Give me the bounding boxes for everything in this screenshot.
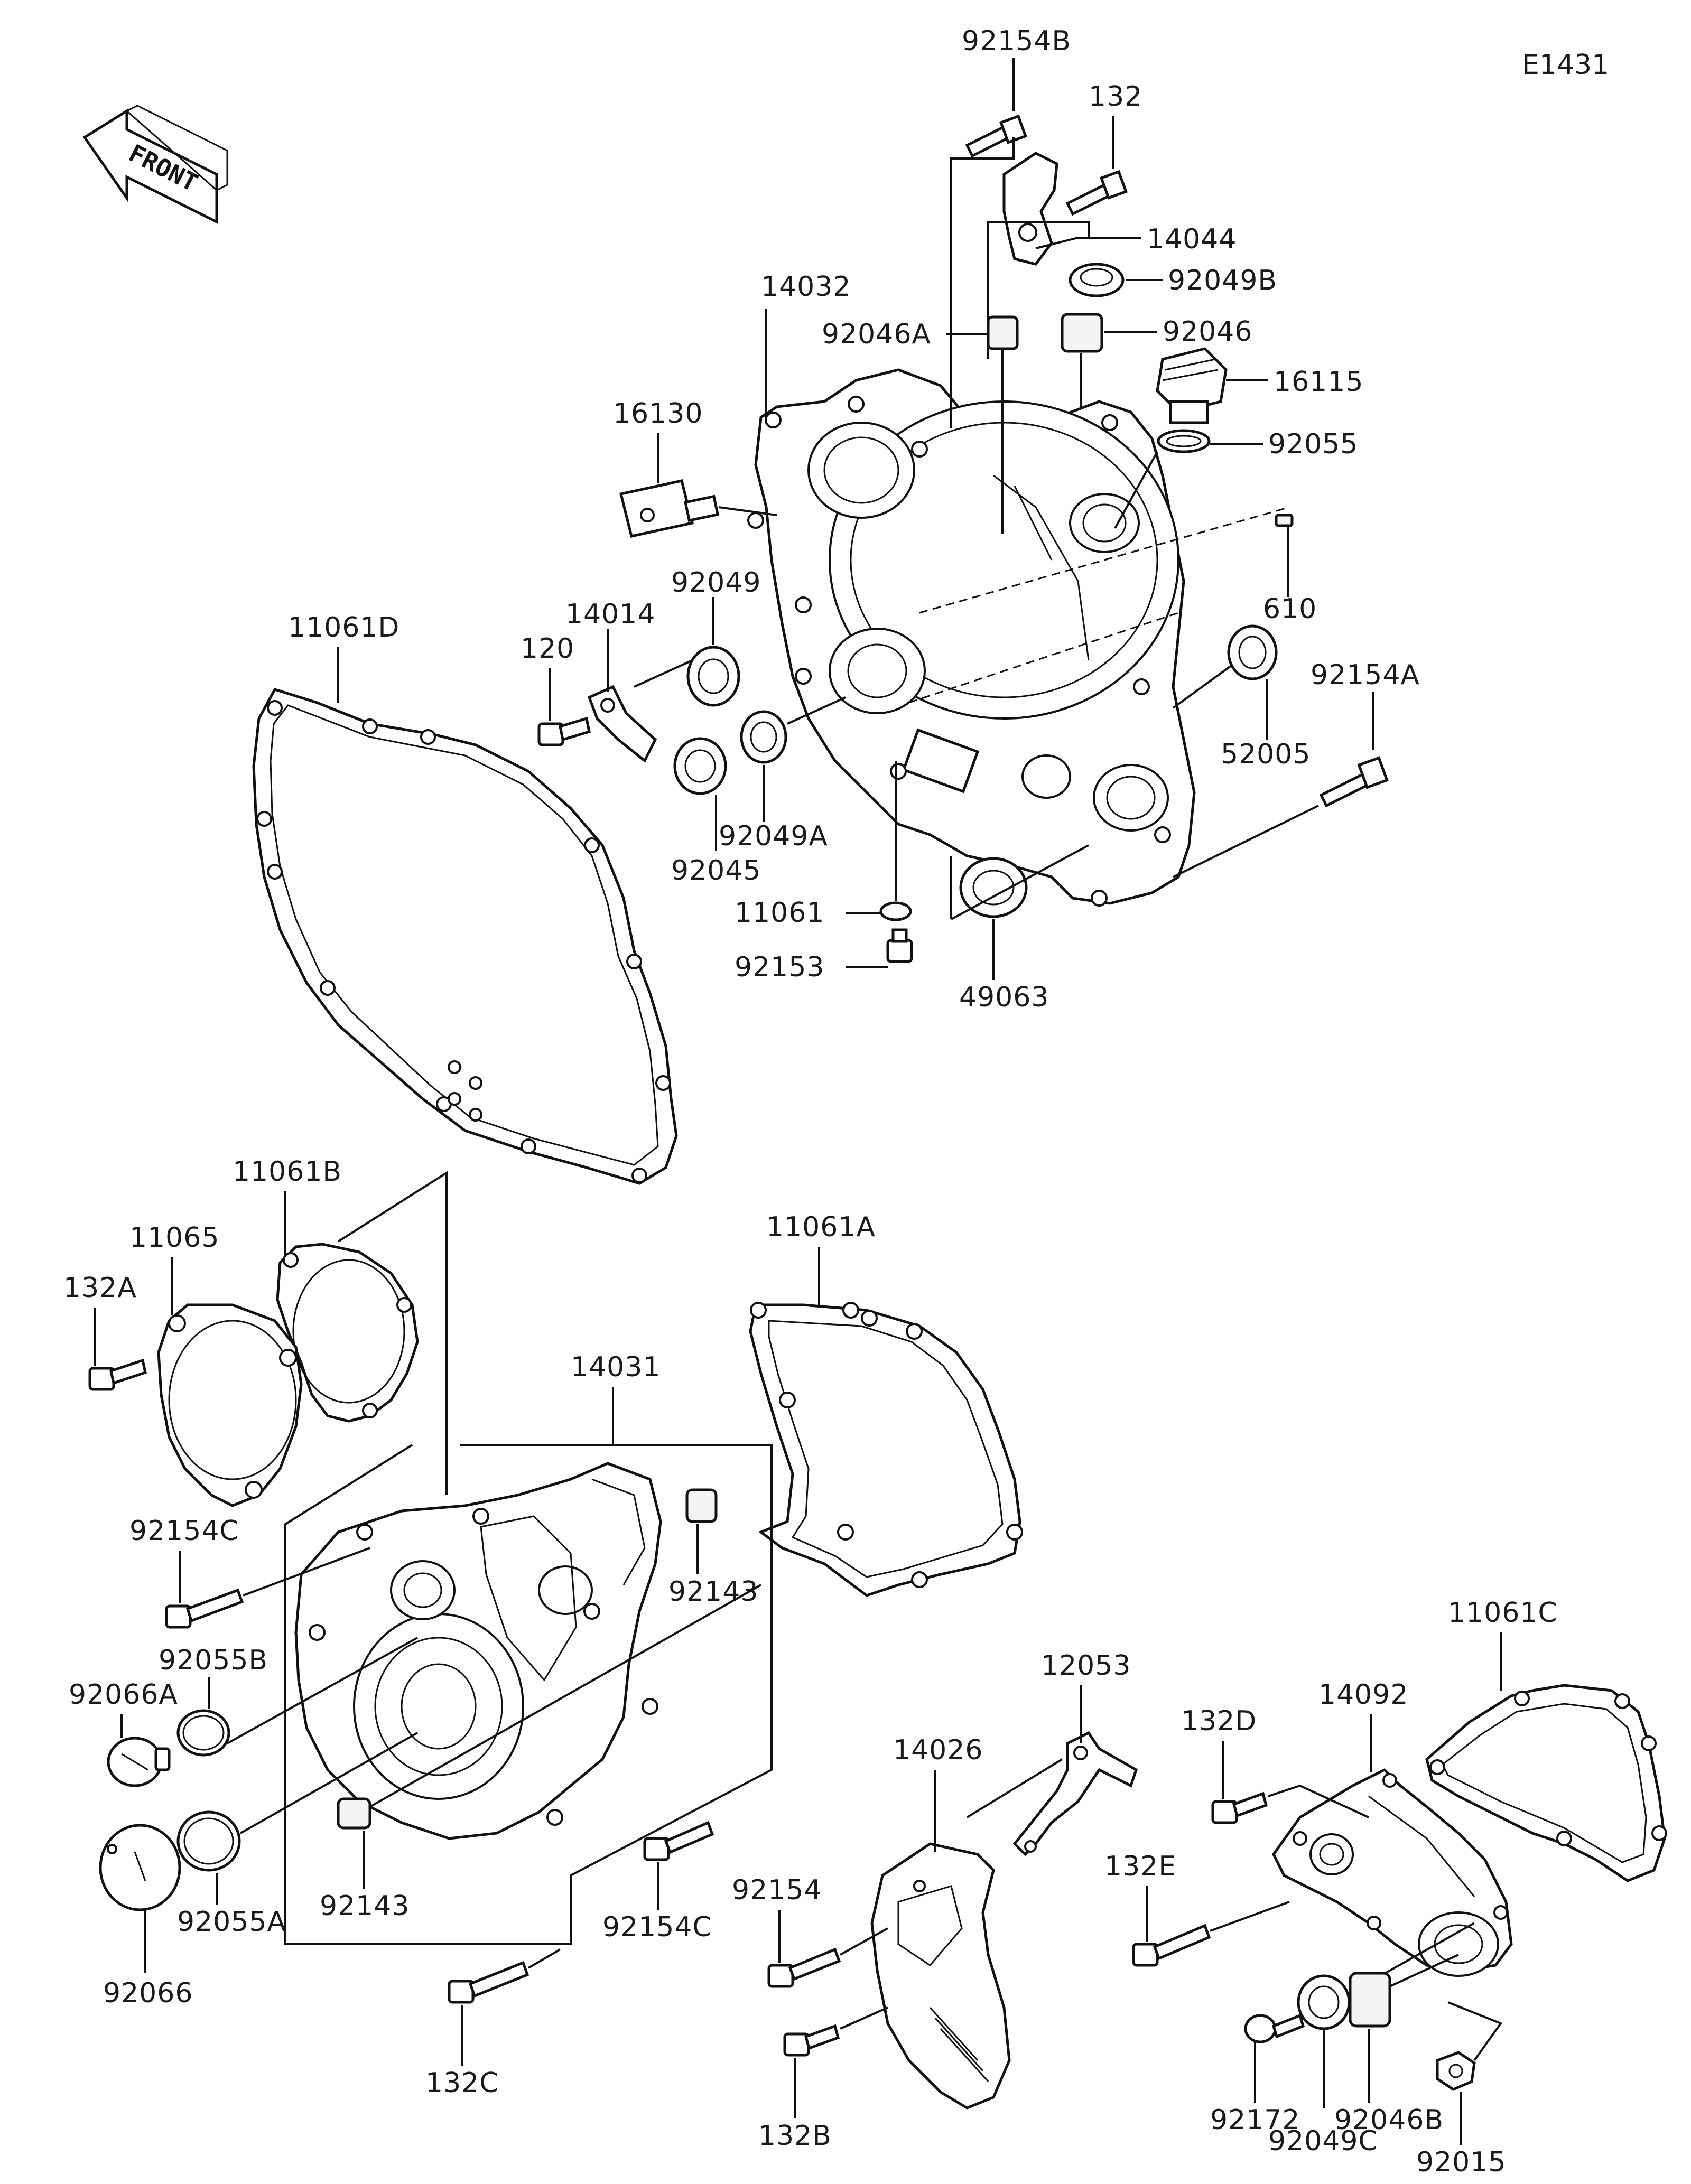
callout-92066: 92066 xyxy=(103,1977,193,2009)
callout-11061: 11061 xyxy=(735,897,824,929)
bolt-92154C-top xyxy=(165,1588,244,1629)
callout-92046A: 92046A xyxy=(822,319,931,350)
fitting-16130 xyxy=(619,479,720,538)
callout-14026: 14026 xyxy=(893,1734,983,1766)
callout-92055B: 92055B xyxy=(159,1645,268,1676)
callout-11061B: 11061B xyxy=(233,1156,342,1188)
callout-14044: 14044 xyxy=(1147,223,1237,255)
callout-92046B: 92046B xyxy=(1334,2104,1444,2136)
callout-132A: 132A xyxy=(63,1272,137,1304)
callout-92143-bot: 92143 xyxy=(320,1890,410,1922)
callout-92046: 92046 xyxy=(1163,316,1252,348)
plug-92066A xyxy=(107,1737,171,1787)
washer-11061 xyxy=(879,901,912,921)
callout-92015: 92015 xyxy=(1416,2146,1506,2178)
gasket-11061C xyxy=(1425,1684,1667,1882)
callout-16115: 16115 xyxy=(1274,366,1363,398)
bolt-132B xyxy=(783,2024,840,2057)
bolt-132E xyxy=(1132,1924,1211,1967)
filler-cap-16115 xyxy=(1156,347,1228,424)
callout-92066A: 92066A xyxy=(69,1679,178,1711)
callout-11061C: 11061C xyxy=(1448,1597,1558,1629)
callout-132D: 132D xyxy=(1181,1705,1257,1737)
crankcase-cover-14032 xyxy=(747,368,1196,907)
callout-120: 120 xyxy=(521,633,574,665)
bearing-92046B xyxy=(1349,1972,1391,2028)
callout-12053: 12053 xyxy=(1041,1650,1131,1682)
cover-11065 xyxy=(157,1303,303,1507)
callout-92154: 92154 xyxy=(732,1874,822,1906)
callout-92055A: 92055A xyxy=(177,1906,286,1938)
bolt-92154A xyxy=(1319,756,1389,808)
bearing-92046 xyxy=(1061,313,1103,353)
oring-92055B xyxy=(176,1709,230,1757)
callout-92049A: 92049A xyxy=(719,820,828,852)
callout-92055: 92055 xyxy=(1268,428,1358,460)
callout-92172: 92172 xyxy=(1210,2104,1300,2136)
callout-14014: 14014 xyxy=(565,599,655,630)
oring-92055 xyxy=(1157,429,1211,453)
bolt-132D xyxy=(1211,1791,1268,1824)
seal-92049A xyxy=(740,710,787,764)
bolt-92154C-bot xyxy=(643,1821,714,1861)
dowel-92143-bot xyxy=(337,1797,371,1830)
callout-92045: 92045 xyxy=(671,855,761,886)
plug-92066 xyxy=(99,1824,181,1911)
bolt-132 xyxy=(1065,170,1128,216)
callout-132C: 132C xyxy=(425,2067,499,2099)
callout-92049B: 92049B xyxy=(1168,265,1277,296)
bracket-14044 xyxy=(1002,152,1058,266)
bolt-132A xyxy=(88,1358,147,1391)
callout-132E: 132E xyxy=(1104,1851,1176,1882)
callout-92154A: 92154A xyxy=(1311,659,1420,691)
bolt-92154 xyxy=(767,1947,841,1988)
callout-92154B: 92154B xyxy=(962,25,1071,57)
gasket-11061A xyxy=(749,1302,1023,1597)
seal-92049C xyxy=(1297,1974,1351,2030)
callout-92049C: 92049C xyxy=(1268,2125,1378,2157)
callout-49063: 49063 xyxy=(959,982,1049,1013)
callout-92153: 92153 xyxy=(735,951,824,983)
plate-14014 xyxy=(587,685,657,763)
callout-92154C-top: 92154C xyxy=(129,1515,239,1547)
diagram-code: E1431 xyxy=(1522,49,1609,81)
bolt-120 xyxy=(537,716,591,746)
callout-14092: 14092 xyxy=(1318,1679,1408,1711)
nut-92015 xyxy=(1436,2051,1476,2091)
callout-11061A: 11061A xyxy=(766,1211,876,1243)
cover-14031 xyxy=(294,1462,662,1840)
callout-14031: 14031 xyxy=(571,1351,661,1383)
bearing-92046A xyxy=(987,315,1019,350)
callout-16130: 16130 xyxy=(613,398,703,430)
guard-14026 xyxy=(870,1842,1011,2110)
callout-610: 610 xyxy=(1263,593,1317,625)
callout-132B: 132B xyxy=(758,2120,832,2152)
alignment-line-2 xyxy=(908,612,1179,704)
callout-11061D: 11061D xyxy=(288,612,399,643)
alignment-line-1 xyxy=(919,506,1290,614)
bolt-132C xyxy=(448,1961,529,2004)
callout-11065: 11065 xyxy=(129,1222,219,1254)
gasket-11061D xyxy=(252,688,678,1185)
front-arrow-icon: FRONT xyxy=(82,105,228,225)
pin-610 xyxy=(1275,514,1294,527)
bolt-92154B xyxy=(965,114,1027,158)
seal-92045 xyxy=(673,737,727,795)
bracket-12053 xyxy=(1012,1731,1138,1856)
callout-92143-top: 92143 xyxy=(668,1576,758,1608)
screw-92172 xyxy=(1244,2013,1305,2043)
bolt-92153 xyxy=(886,928,913,963)
seal-49063 xyxy=(959,857,1028,918)
cover-14092 xyxy=(1272,1768,1513,1977)
dowel-92143-top xyxy=(685,1488,718,1523)
callout-92154C-bot: 92154C xyxy=(602,1911,712,1943)
callout-14032: 14032 xyxy=(761,271,851,303)
oring-92055A xyxy=(176,1810,241,1872)
callout-92049: 92049 xyxy=(671,567,761,599)
callout-132: 132 xyxy=(1089,81,1142,113)
seal-52005 xyxy=(1227,624,1278,680)
callout-52005: 52005 xyxy=(1221,739,1311,770)
seal-92049 xyxy=(686,646,740,707)
